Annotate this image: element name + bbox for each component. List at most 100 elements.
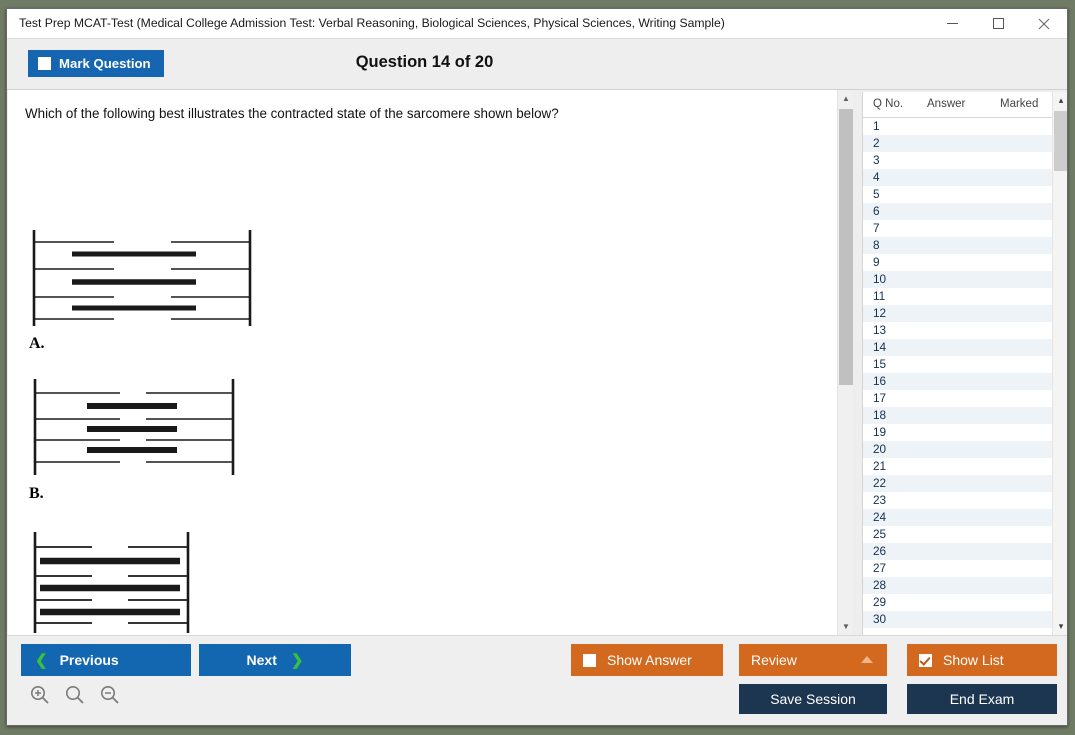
row-question-number: 15	[873, 357, 887, 371]
option-label-b: B.	[29, 485, 44, 502]
question-list-row[interactable]: 22	[863, 475, 1053, 492]
question-list-row[interactable]: 8	[863, 237, 1053, 254]
row-question-number: 19	[873, 425, 887, 439]
list-scroll-thumb[interactable]	[1054, 111, 1067, 171]
show-answer-button[interactable]: Show Answer	[571, 644, 723, 676]
show-list-button[interactable]: Show List	[907, 644, 1057, 676]
row-question-number: 6	[873, 204, 880, 218]
question-list-row[interactable]: 1	[863, 118, 1053, 135]
question-list-row[interactable]: 16	[863, 373, 1053, 390]
question-list-row[interactable]: 26	[863, 543, 1053, 560]
row-question-number: 11	[873, 289, 886, 303]
question-list-header: Q No. Answer Marked	[863, 92, 1067, 118]
question-list-row[interactable]: 29	[863, 594, 1053, 611]
row-question-number: 4	[873, 170, 880, 184]
question-list-scrollbar[interactable]: ▴ ▾	[1052, 92, 1067, 635]
question-list-row[interactable]: 4	[863, 169, 1053, 186]
option-label-a: A.	[29, 335, 45, 352]
question-list-row[interactable]: 24	[863, 509, 1053, 526]
row-question-number: 1	[873, 119, 880, 133]
row-question-number: 18	[873, 408, 887, 422]
question-list-row[interactable]: 30	[863, 611, 1053, 628]
sarcomere-diagram-a	[32, 230, 252, 326]
zoom-reset-icon[interactable]	[64, 684, 88, 708]
question-list-row[interactable]: 14	[863, 339, 1053, 356]
list-scroll-up-icon[interactable]: ▴	[1058, 95, 1064, 105]
row-question-number: 8	[873, 238, 880, 252]
row-question-number: 24	[873, 510, 887, 524]
next-label: Next	[246, 652, 277, 668]
question-list-row[interactable]: 17	[863, 390, 1053, 407]
question-list-row[interactable]: 25	[863, 526, 1053, 543]
row-question-number: 21	[873, 459, 887, 473]
question-list-row[interactable]: 27	[863, 560, 1053, 577]
row-question-number: 2	[873, 136, 880, 150]
show-list-checkbox[interactable]	[919, 653, 932, 667]
scroll-up-icon[interactable]: ▲	[842, 94, 850, 103]
sarcomere-diagram-b	[33, 379, 235, 475]
end-exam-button[interactable]: End Exam	[907, 684, 1057, 714]
question-list-row[interactable]: 2	[863, 135, 1053, 152]
mark-question-button[interactable]: Mark Question	[28, 50, 164, 77]
scroll-down-icon[interactable]: ▼	[842, 622, 850, 631]
row-question-number: 25	[873, 527, 887, 541]
zoom-in-icon[interactable]	[29, 684, 53, 708]
row-question-number: 23	[873, 493, 887, 507]
show-answer-checkbox[interactable]	[583, 653, 596, 667]
question-list-row[interactable]: 10	[863, 271, 1053, 288]
save-session-button[interactable]: Save Session	[739, 684, 887, 714]
question-list-row[interactable]: 20	[863, 441, 1053, 458]
question-list-row[interactable]: 3	[863, 152, 1053, 169]
question-list-row[interactable]: 5	[863, 186, 1053, 203]
row-question-number: 12	[873, 306, 887, 320]
question-list-row[interactable]: 15	[863, 356, 1053, 373]
row-question-number: 7	[873, 221, 880, 235]
question-list-row[interactable]: 19	[863, 424, 1053, 441]
previous-label: Previous	[59, 652, 119, 668]
question-list-row[interactable]: 23	[863, 492, 1053, 509]
list-scroll-down-icon[interactable]: ▾	[1058, 621, 1064, 631]
show-list-label: Show List	[943, 652, 1004, 668]
question-prompt: Which of the following best illustrates …	[25, 106, 559, 121]
maximize-icon[interactable]	[975, 9, 1021, 38]
row-question-number: 22	[873, 476, 887, 490]
question-list-row[interactable]: 18	[863, 407, 1053, 424]
column-header-answer: Answer	[927, 98, 966, 110]
window-title: Test Prep MCAT-Test (Medical College Adm…	[19, 16, 725, 30]
show-answer-label: Show Answer	[607, 652, 692, 668]
question-list-row[interactable]: 28	[863, 577, 1053, 594]
question-list-row[interactable]: 21	[863, 458, 1053, 475]
sarcomere-diagram-c	[33, 532, 190, 633]
content-scroll-thumb[interactable]	[839, 109, 853, 385]
chevron-up-icon	[861, 656, 873, 663]
row-question-number: 29	[873, 595, 887, 609]
zoom-out-icon[interactable]	[99, 684, 123, 708]
row-question-number: 13	[873, 323, 887, 337]
row-question-number: 3	[873, 153, 880, 167]
zoom-toolbar	[29, 684, 123, 708]
exam-window: Test Prep MCAT-Test (Medical College Adm…	[6, 8, 1068, 726]
row-question-number: 9	[873, 255, 880, 269]
question-list-row[interactable]: 11	[863, 288, 1053, 305]
question-counter: Question 14 of 20	[355, 53, 494, 71]
chevron-left-icon: ❮	[35, 652, 48, 669]
minimize-icon[interactable]	[929, 9, 975, 38]
question-list-row[interactable]: 6	[863, 203, 1053, 220]
question-list-row[interactable]: 9	[863, 254, 1053, 271]
row-question-number: 30	[873, 612, 887, 626]
next-button[interactable]: Next ❯	[199, 644, 351, 676]
review-label: Review	[751, 652, 797, 668]
review-dropdown[interactable]: Review	[739, 644, 887, 676]
footer-toolbar: ❮ Previous Next ❯ Show Answer Review Sho…	[7, 635, 1067, 725]
mark-question-checkbox[interactable]	[38, 57, 51, 70]
row-question-number: 20	[873, 442, 887, 456]
question-list-row[interactable]: 7	[863, 220, 1053, 237]
question-list-row[interactable]: 13	[863, 322, 1053, 339]
column-header-qno: Q No.	[873, 98, 904, 110]
content-scrollbar[interactable]: ▲ ▼	[837, 90, 853, 635]
close-icon[interactable]	[1021, 9, 1067, 38]
question-list-row[interactable]: 12	[863, 305, 1053, 322]
previous-button[interactable]: ❮ Previous	[21, 644, 191, 676]
